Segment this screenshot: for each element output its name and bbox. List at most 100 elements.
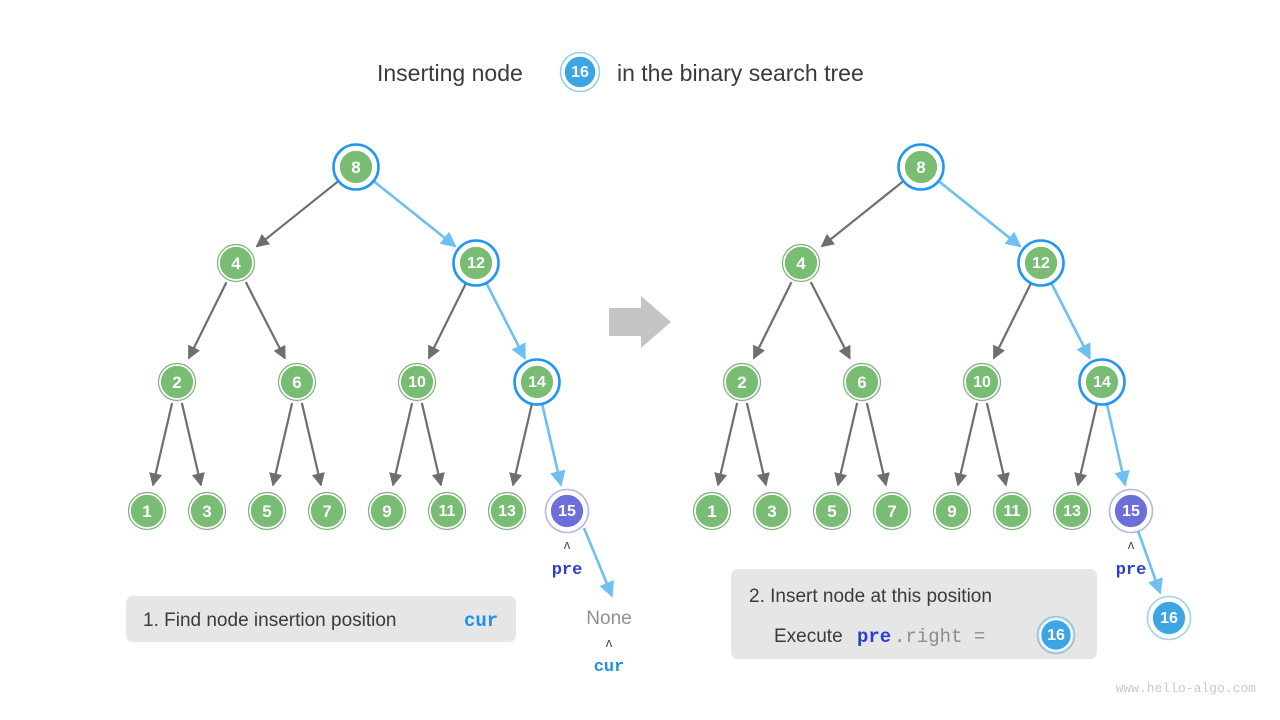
right-node-8-highlight-ring [897, 143, 945, 191]
left-node-6-value: 6 [292, 373, 301, 392]
left-node-11-circle [429, 493, 465, 529]
right-node-1-circle [694, 493, 730, 529]
left-node-9-value: 9 [382, 502, 391, 521]
right-node-4-outline [781, 243, 821, 283]
right-node-5-outline [812, 491, 852, 531]
left-node-12-highlight-ring [452, 239, 500, 287]
left-edge-L12-L10 [427, 281, 468, 360]
left-edge-L10-L11 [420, 402, 445, 487]
right-node-16-halo [1146, 595, 1192, 641]
left-node-3-outline [187, 491, 227, 531]
left-node-15-circle [549, 493, 585, 529]
right-node-15-circle [1113, 493, 1149, 529]
right-node-11-circle [994, 493, 1030, 529]
right-node-11-value: 11 [1004, 503, 1021, 520]
right-caption-line1: 2. Insert node at this position [749, 586, 992, 607]
left-pre-caret: ʌ [564, 537, 571, 552]
left-node-15-halo [544, 488, 590, 534]
title-node-circle [563, 55, 597, 89]
right-edge-R8-R4 [820, 179, 905, 248]
left-node-2-outline [157, 362, 197, 402]
left-node-5-outline [247, 491, 287, 531]
left-node-9: 9 [367, 491, 407, 531]
left-caption-box: 1. Find node insertion position cur [126, 596, 516, 642]
left-node-2: 2 [157, 362, 197, 402]
left-edge-L14-L13 [509, 402, 534, 487]
right-node-15-halo [1108, 488, 1154, 534]
left-node-3: 3 [187, 491, 227, 531]
left-edge-L2-L1 [149, 402, 174, 487]
right-node-14-value: 14 [1093, 374, 1111, 391]
right-node-9: 9 [932, 491, 972, 531]
right-edge-R8-R12 [936, 179, 1022, 248]
caption-node-outer-ring [1036, 615, 1076, 655]
left-node-8-inner-gap [335, 146, 377, 188]
right-node-7-circle [874, 493, 910, 529]
right-node-10-value: 10 [973, 374, 991, 391]
left-edge-L6-L7 [300, 402, 325, 487]
left-node-12: 12 [452, 239, 500, 287]
left-tree-edges [149, 179, 614, 598]
left-node-9-outline [367, 491, 407, 531]
right-node-13-outline [1052, 491, 1092, 531]
left-node-8-value: 8 [351, 158, 360, 177]
caption-node-value: 16 [1047, 627, 1065, 644]
left-node-10-outline [397, 362, 437, 402]
right-caption-box: 2. Insert node at this position Execute … [731, 569, 1097, 659]
title-group: Inserting node 16 in the binary search t… [377, 51, 864, 93]
right-node-9-outline [932, 491, 972, 531]
left-pre-label: pre [552, 561, 583, 580]
right-node-4-circle [783, 245, 819, 281]
right-edge-R10-R11 [985, 402, 1010, 487]
right-node-1-value: 1 [707, 502, 716, 521]
left-node-5-circle [249, 493, 285, 529]
right-caption-bg [731, 569, 1097, 659]
left-none-label: None [586, 608, 631, 629]
right-tree-edges [714, 179, 1163, 595]
left-node-7: 7 [307, 491, 347, 531]
right-node-4: 4 [781, 243, 821, 283]
right-caption-node-16: 16 [1036, 615, 1076, 655]
left-edge-L12-L14 [484, 281, 527, 360]
left-node-8-circle [338, 149, 374, 185]
left-node-1-value: 1 [142, 502, 151, 521]
right-node-10-outline [962, 362, 1002, 402]
left-edge-to-none [582, 527, 614, 598]
right-node-2-circle [724, 364, 760, 400]
right-pre-caret: ʌ [1128, 537, 1135, 552]
left-node-2-circle [159, 364, 195, 400]
left-node-13-circle [489, 493, 525, 529]
step-arrow-shape [609, 296, 671, 348]
right-node-9-circle [934, 493, 970, 529]
left-node-4-outline [216, 243, 256, 283]
left-caption-prefix: 1. Find node insertion position [143, 610, 397, 631]
left-node-6-circle [279, 364, 315, 400]
caption-node-circle [1039, 618, 1073, 652]
right-node-10: 10 [962, 362, 1002, 402]
right-caption-attr: .right = [894, 626, 985, 648]
left-node-12-inner-gap [455, 242, 497, 284]
left-node-10-circle [399, 364, 435, 400]
right-edge-R4-R6 [809, 281, 851, 360]
right-node-7: 7 [872, 491, 912, 531]
title-node-value: 16 [571, 64, 589, 81]
left-edge-L4-L6 [244, 281, 286, 360]
left-node-12-circle [458, 245, 494, 281]
left-node-4-circle [218, 245, 254, 281]
left-node-7-outline [307, 491, 347, 531]
right-edge-R12-R10 [992, 281, 1033, 360]
left-edge-L10-L9 [389, 402, 414, 487]
right-edge-R14-R15 [1105, 402, 1130, 487]
left-node-13: 13 [487, 491, 527, 531]
right-node-6-circle [844, 364, 880, 400]
left-node-7-circle [309, 493, 345, 529]
right-node-4-value: 4 [796, 254, 806, 273]
title-after-text: in the binary search tree [617, 60, 864, 86]
title-node-16: 16 [559, 51, 601, 93]
left-cur-pointer: None ʌ cur [586, 608, 631, 677]
left-cur-label: cur [594, 658, 625, 677]
right-node-8: 8 [897, 143, 945, 191]
